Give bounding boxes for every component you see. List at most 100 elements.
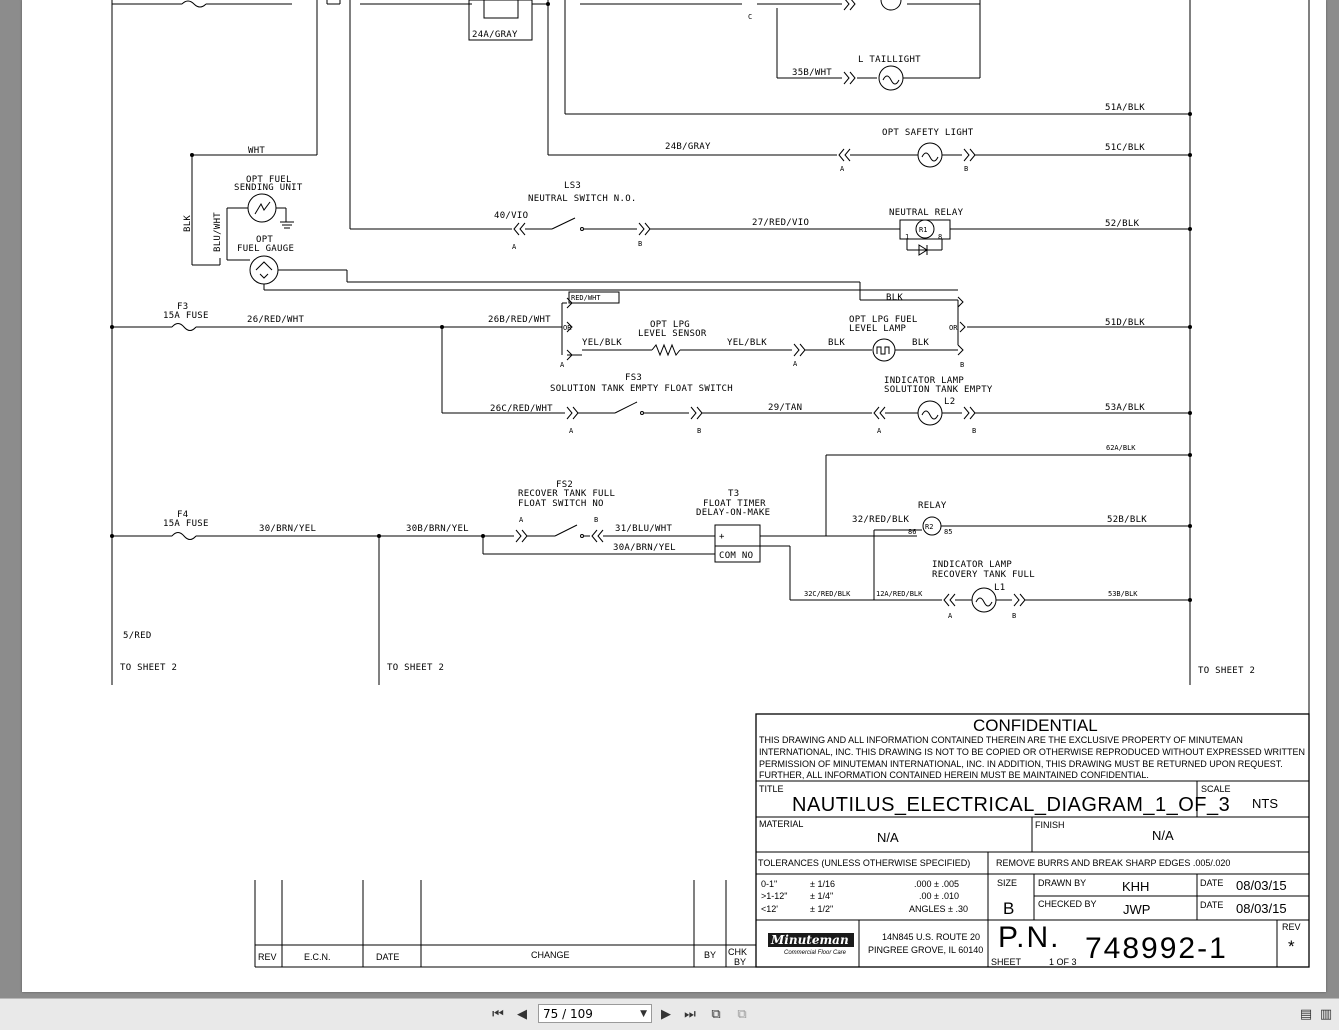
- wire-label: 52B/BLK: [1107, 515, 1147, 525]
- scale-value: NTS: [1252, 796, 1278, 811]
- tolerance-decimal: .000 ± .005: [914, 879, 959, 889]
- last-page-icon[interactable]: ⏭: [684, 1006, 696, 1022]
- single-page-icon[interactable]: ▤: [1299, 1006, 1313, 1022]
- wire-label: 12A/RED/BLK: [876, 590, 923, 598]
- wire-label: 32C/RED/BLK: [804, 590, 851, 598]
- connector-label: A: [877, 427, 882, 435]
- tolerance-value: ± 1/2": [810, 904, 833, 914]
- size-value: B: [1003, 899, 1014, 918]
- checked-by-value: JWP: [1123, 902, 1150, 917]
- component-label: OPT FUEL: [246, 175, 292, 185]
- fit-page-icon[interactable]: ⧉: [711, 1006, 721, 1022]
- wire-label: RED/WHT: [571, 294, 601, 302]
- to-sheet-label: TO SHEET 2: [387, 663, 444, 673]
- component-label: FUEL GAUGE: [237, 244, 294, 254]
- component-label: NEUTRAL RELAY: [889, 208, 964, 218]
- wire-label: 35B/WHT: [792, 68, 832, 78]
- rev-col-header: REV: [258, 952, 277, 962]
- pin-label: 85: [944, 528, 952, 536]
- tolerances-label: TOLERANCES (UNLESS OTHERWISE SPECIFIED): [758, 858, 970, 868]
- component-label: SOLUTION TANK EMPTY: [884, 385, 993, 395]
- connector-label: C: [748, 13, 752, 21]
- connector-label: A: [948, 612, 953, 620]
- prev-page-icon[interactable]: ◀: [517, 1006, 527, 1022]
- by-col-header: BY: [704, 950, 716, 960]
- rev-value: *: [1288, 937, 1295, 956]
- connector-label: A: [793, 360, 798, 368]
- first-page-icon[interactable]: ⏮: [492, 1006, 504, 1022]
- fuse-label: F4: [177, 510, 188, 520]
- wire-label: 26B/RED/WHT: [488, 315, 551, 325]
- component-label: RECOVERY TANK FULL: [932, 570, 1035, 580]
- wire-label: BLK: [183, 215, 193, 232]
- wire-label: 51C/BLK: [1105, 143, 1145, 153]
- date-col-header: DATE: [376, 952, 399, 962]
- confidential-notice-line: INTERNATIONAL, INC. THIS DRAWING IS NOT …: [759, 747, 1305, 757]
- checked-date: 08/03/15: [1236, 901, 1287, 916]
- logo-subtext: Commercial Floor Care: [784, 950, 847, 956]
- tolerance-value: ± 1/4": [810, 891, 833, 901]
- wire-label: 27/RED/VIO: [752, 218, 809, 228]
- confidential-heading: CONFIDENTIAL: [973, 716, 1098, 735]
- ecn-col-header: E.C.N.: [304, 952, 331, 962]
- size-label: SIZE: [997, 878, 1017, 888]
- component-label: LEVEL SENSOR: [638, 329, 707, 339]
- component-label: L2: [944, 397, 955, 407]
- address-line: PINGREE GROVE, IL 60140: [868, 945, 983, 955]
- pn-label: P.N.: [998, 921, 1060, 954]
- or-label: OR: [949, 324, 958, 332]
- tolerance-range: <12': [761, 904, 778, 914]
- component-label: LEVEL LAMP: [849, 324, 906, 334]
- component-label: RECOVER TANK FULL: [518, 489, 615, 499]
- date-label: DATE: [1200, 878, 1223, 888]
- component-label: R2: [925, 523, 933, 531]
- fuse-label: 15A FUSE: [163, 311, 209, 321]
- connector-label: B: [594, 516, 598, 524]
- terminal-label: COM NO: [719, 551, 753, 561]
- component-label: NEUTRAL SWITCH N.O.: [528, 194, 637, 204]
- wire-label: 26C/RED/WHT: [490, 404, 553, 414]
- revision-table: REV E.C.N. DATE CHANGE BY CHK BY: [254, 880, 756, 968]
- wire-label: 30B/BRN/YEL: [406, 524, 469, 534]
- connector-label: A: [840, 165, 845, 173]
- diagram-labels: 24A/GRAY C L TAILLIGHT 35B/WHT 51A/BLK 2…: [120, 13, 1255, 676]
- connector-label: A: [519, 516, 524, 524]
- document-viewport[interactable]: 24A/GRAY C L TAILLIGHT 35B/WHT 51A/BLK 2…: [0, 0, 1339, 998]
- tolerance-range: >1-12": [761, 891, 787, 901]
- fit-width-icon[interactable]: ⧉: [737, 1006, 747, 1022]
- two-page-icon[interactable]: ▥: [1319, 1006, 1333, 1022]
- checked-by-label: CHECKED BY: [1038, 899, 1097, 909]
- terminal-label: +: [719, 532, 725, 542]
- connector-label: B: [960, 361, 964, 369]
- sheet-value: 1 OF 3: [1049, 957, 1077, 967]
- next-page-icon[interactable]: ▶: [661, 1006, 671, 1022]
- fuse-label: 15A FUSE: [163, 519, 209, 529]
- connector-label: A: [569, 427, 574, 435]
- component-label: DELAY-ON-MAKE: [696, 508, 770, 518]
- drawn-by-value: KHH: [1122, 879, 1149, 894]
- drawing-title: NAUTILUS_ELECTRICAL_DIAGRAM_1_OF_3: [792, 794, 1230, 816]
- component-label: OPT LPG: [650, 320, 690, 330]
- confidential-notice-line: THIS DRAWING AND ALL INFORMATION CONTAIN…: [759, 735, 1243, 745]
- wire-label: 24A/GRAY: [472, 30, 518, 40]
- wire-label: 26/RED/WHT: [247, 315, 304, 325]
- connector-label: B: [972, 427, 976, 435]
- title-block: CONFIDENTIAL THIS DRAWING AND ALL INFORM…: [755, 713, 1310, 968]
- tolerance-value: ± 1/16: [810, 879, 835, 889]
- component-label: INDICATOR LAMP: [932, 560, 1012, 570]
- wire-label: 31/BLU/WHT: [615, 524, 672, 534]
- connector-label: B: [638, 240, 642, 248]
- page-number-select[interactable]: 75 / 109 ▼: [538, 1004, 652, 1023]
- connector-label: B: [964, 165, 968, 173]
- confidential-notice-line: PERMISSION OF MINUTEMAN INTERNATIONAL, I…: [759, 759, 1283, 769]
- wire-label: 32/RED/BLK: [852, 515, 909, 525]
- viewer-toolbar: ⏮ ◀ 75 / 109 ▼ ▶ ⏭ ⧉ ⧉ ▤ ▥: [0, 998, 1339, 1030]
- sheet-label: SHEET: [991, 957, 1022, 967]
- connector-label: B: [697, 427, 701, 435]
- wire-label: 30/BRN/YEL: [259, 524, 316, 534]
- finish-label: FINISH: [1035, 820, 1065, 830]
- fuse-label: F3: [177, 302, 188, 312]
- burrs-note: REMOVE BURRS AND BREAK SHARP EDGES .005/…: [996, 858, 1230, 868]
- pin-label: 8: [938, 233, 942, 241]
- chk-by-col-header: BY: [734, 957, 746, 967]
